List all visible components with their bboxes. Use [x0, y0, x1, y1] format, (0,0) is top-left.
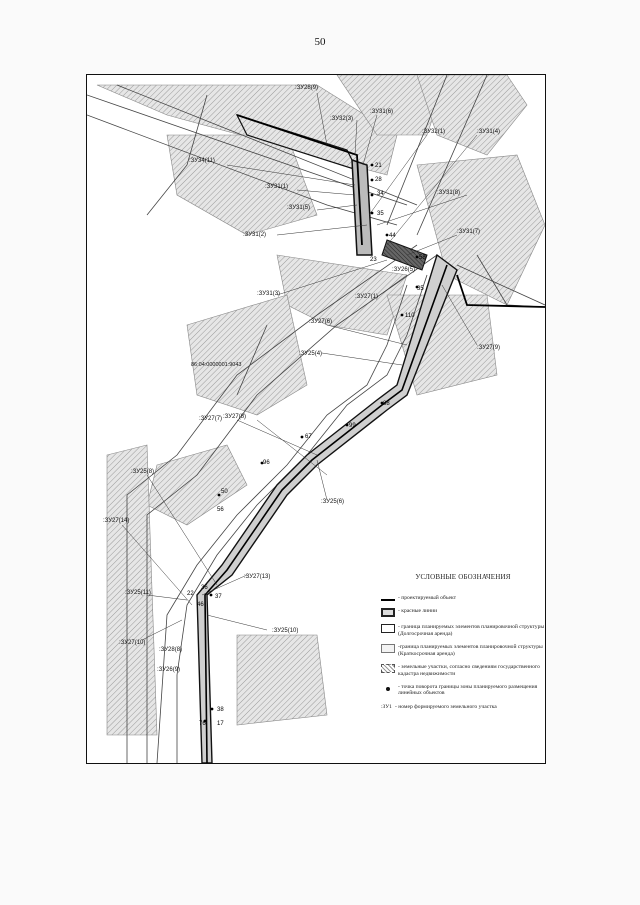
cadastral-map: :ЗУ28(9) :ЗУ31(6) :ЗУ32(3) :ЗУ32(1) :ЗУ3… [87, 75, 545, 763]
legend-item-short-term-boundary: -граница планируемых элементов планирово… [381, 644, 545, 657]
parcel-label: :ЗУ25(6) [321, 499, 344, 505]
parcel-label: :ЗУ27(13) [244, 574, 270, 580]
parcel-label: :ЗУ26(9) [157, 667, 180, 673]
parcel-label: :ЗУ27(8) [223, 414, 246, 420]
parcel-labels: :ЗУ28(9) :ЗУ31(6) :ЗУ32(3) :ЗУ32(1) :ЗУ3… [103, 85, 500, 673]
point-label: 36 [201, 585, 208, 591]
legend-boundary-swatch [381, 624, 395, 634]
parcel-label: :ЗУ26(5) [392, 267, 415, 273]
parcel-label: :ЗУ32(1) [422, 129, 445, 135]
point-label: 110 [405, 313, 415, 319]
legend-item-projected-object: - проектируемый объект [381, 595, 545, 602]
point-label: 21 [375, 163, 382, 169]
parcel-label: :ЗУ32(3) [330, 116, 353, 122]
legend-item-text: - граница планируемых элементов планиров… [398, 624, 545, 637]
parcel-label: :ЗУ25(4) [299, 351, 322, 357]
projected-object [236, 114, 545, 308]
point-label: 56 [217, 507, 224, 513]
map-frame: :ЗУ28(9) :ЗУ31(6) :ЗУ32(3) :ЗУ32(1) :ЗУ3… [86, 74, 546, 764]
point-label: 58 [419, 255, 426, 261]
legend-item-parcel-code: :ЗУ1 - номер формируемого земельного уча… [381, 704, 545, 710]
legend: УСЛОВНЫЕ ОБОЗНАЧЕНИЯ - проектируемый объ… [381, 573, 545, 717]
legend-red-lines-swatch [381, 608, 395, 618]
parcel-label: :ЗУ27(6) [309, 319, 332, 325]
corridor [196, 113, 458, 763]
legend-item-text: - земельные участки, согласно сведениям … [398, 664, 540, 677]
point-labels: 21 28 34 35 44 58 23 35 110 88 99 67 96 … [187, 163, 426, 727]
parcel-label: :ЗУ27(1) [355, 294, 378, 300]
legend-item-text: - проектируемый объект [398, 595, 457, 602]
point-label: 23 [370, 257, 377, 263]
turning-points [203, 163, 419, 723]
legend-item-text: -граница планируемых элементов планирово… [398, 644, 543, 657]
legend-item-turning-point: - точка поворота границы зоны планируемо… [381, 684, 545, 697]
parcel-label: :ЗУ31(5) [287, 205, 310, 211]
parcel-label: :ЗУ34(11) [189, 158, 215, 164]
parcel-label: :ЗУ31(4) [477, 129, 500, 135]
point-label: 35 [417, 286, 424, 292]
point-label: 22 [187, 591, 194, 597]
parcel-label: :ЗУ31(8) [437, 190, 460, 196]
legend-parcel-swatch [381, 664, 395, 674]
parcel-label: :ЗУ27(7) [199, 416, 222, 422]
point-label: 35 [377, 211, 384, 217]
point-label: 28 [375, 177, 382, 183]
parcel-label: :ЗУ31(7) [457, 229, 480, 235]
parcel-label: :ЗУ31(1) [265, 184, 288, 190]
legend-title: УСЛОВНЫЕ ОБОЗНАЧЕНИЯ [415, 573, 511, 581]
legend-item-text: - точка поворота границы зоны планируемо… [398, 684, 538, 697]
parcel-label: :ЗУ25(8) [131, 469, 154, 475]
parcel-label: :ЗУ25(11) [125, 590, 151, 596]
parcel-label: :ЗУ28(8) [159, 647, 182, 653]
parcel-label: :ЗУ28(9) [295, 85, 318, 91]
point-label: 46 [197, 602, 204, 608]
point-label: 17 [217, 721, 224, 727]
parcel-label: :ЗУ27(10) [119, 640, 145, 646]
legend-item-cadastral-parcels: - земельные участки, согласно сведениям … [381, 664, 545, 677]
legend-item-long-term-boundary: - граница планируемых элементов планиров… [381, 624, 545, 637]
parcel-label: :ЗУ27(14) [103, 518, 129, 524]
point-label: 38 [217, 707, 224, 713]
page-number: 50 [314, 36, 326, 48]
parcel-label: :ЗУ31(6) [370, 109, 393, 115]
parcel-label: 86:04:0000001:9043 [191, 362, 241, 368]
point-label: 50 [221, 489, 228, 495]
parcel-label: :ЗУ25(10) [272, 628, 298, 634]
point-label: 44 [389, 233, 396, 239]
point-label: 34 [377, 191, 384, 197]
callout-lines [121, 92, 478, 641]
legend-item-text: - красные линии [398, 608, 438, 615]
legend-boundary-swatch [381, 644, 395, 654]
legend-point-swatch [381, 684, 395, 693]
point-label: 96 [263, 460, 270, 466]
point-label: 76 [199, 721, 206, 727]
legend-line-swatch [381, 599, 395, 602]
parcel-label: :ЗУ31(3) [257, 291, 280, 297]
point-label: 37 [215, 594, 222, 600]
point-label: 88 [383, 401, 390, 407]
legend-item-text: - номер формируемого земельного участка [394, 703, 497, 710]
parcel-label: :ЗУ27(9) [477, 345, 500, 351]
point-label: 99 [349, 423, 356, 429]
parcel-label: :ЗУ31(2) [243, 232, 266, 238]
legend-code: :ЗУ1 [381, 703, 392, 710]
point-label: 67 [305, 434, 312, 440]
legend-item-red-lines: - красные линии [381, 608, 545, 618]
